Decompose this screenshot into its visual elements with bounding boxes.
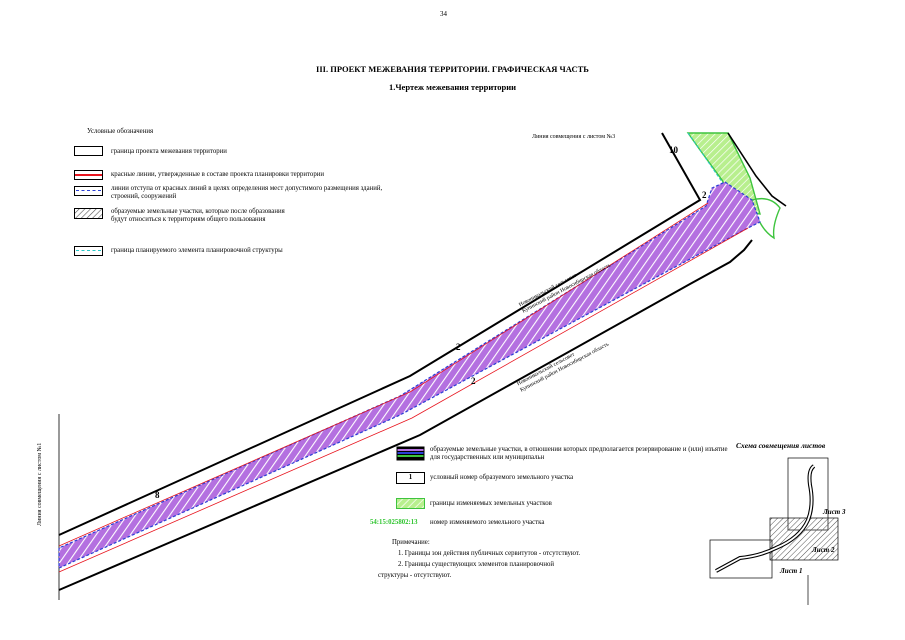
legend-swatch-offset-line	[74, 186, 103, 196]
legend-label-red-line: красные линии, утвержденные в составе пр…	[111, 171, 324, 178]
legend-label-hatch: образуемые земельные участки, которые по…	[111, 208, 285, 224]
legend2-label-cadastral: номер изменяемого земельного участка	[430, 519, 545, 526]
legend-swatch-hatch	[74, 208, 103, 219]
legend-label-planning: граница планируемого элемента планировоч…	[111, 247, 283, 254]
legend-heading: Условные обозначения	[87, 128, 154, 135]
red-line-south	[58, 227, 749, 573]
scheme-label-sheet-1: Лист 1	[780, 567, 803, 575]
scheme-road-inner	[715, 465, 815, 572]
scheme-label-sheet-3: Лист 3	[823, 508, 846, 516]
parcel-number-2-a: 2	[702, 190, 707, 200]
legend-swatch-boundary	[74, 146, 103, 156]
legend-label-boundary: граница проекта межевания территории	[111, 148, 227, 155]
project-boundary-north	[58, 132, 702, 536]
legend2-label-reserve: образуемые земельные участки, в отношени…	[430, 446, 728, 462]
legend-swatch-planning	[74, 246, 103, 256]
scheme-sheet-1	[709, 539, 773, 579]
parcel-number-10: 10	[669, 145, 678, 155]
legend2-label-changed: границы изменяемых земельных участков	[430, 500, 552, 507]
project-boundary-east	[727, 132, 787, 207]
road-parcel	[58, 181, 761, 569]
changed-parcel-corner	[751, 197, 781, 240]
scheme-title: Схема совмещения листов	[736, 441, 826, 450]
page-title: III. ПРОЕКТ МЕЖЕВАНИЯ ТЕРРИТОРИИ. ГРАФИЧ…	[316, 64, 589, 74]
legend2-swatch-cadastral: 54:15:025802:13	[370, 519, 418, 526]
legend-label-offset-line: линии отступа от красных линий в целях о…	[111, 185, 383, 201]
parcel-number-2-b: 2	[456, 342, 461, 352]
legend-swatch-red-line	[74, 170, 103, 180]
sheet-link-left: Линия совмещения с листом №1	[37, 442, 43, 526]
sheet-link-top: Линия совмещения с листом №3	[532, 134, 616, 140]
notes-heading: Примечание:	[392, 539, 430, 546]
scheme-label-sheet-2: Лист 2	[812, 546, 835, 554]
project-boundary-south	[58, 239, 753, 591]
red-line-north	[58, 202, 709, 547]
parcel-number-2-c: 2	[471, 376, 476, 386]
notes-line-3: структуры - отсутствуют.	[378, 572, 452, 579]
legend2-swatch-reserve	[396, 446, 425, 461]
notes-line-2: 2. Границы существующих элементов планир…	[398, 561, 554, 568]
parcel-number-8: 8	[155, 490, 160, 500]
legend2-swatch-number: 1	[396, 472, 425, 484]
legend2-label-number: условный номер образуемого земельного уч…	[430, 474, 574, 481]
page-number: 34	[440, 10, 447, 18]
notes-line-1: 1. Границы зон действия публичных сервит…	[398, 550, 581, 557]
page-subtitle: 1.Чертеж межевания территории	[388, 82, 517, 92]
legend2-swatch-changed	[396, 498, 425, 509]
